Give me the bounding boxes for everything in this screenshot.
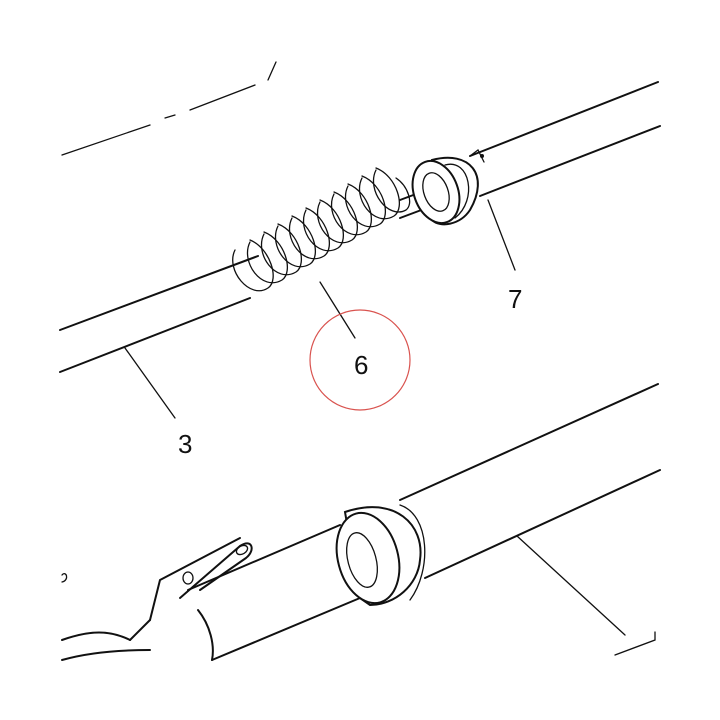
- lower-tube: [187, 383, 661, 661]
- leader-7: [487, 199, 516, 271]
- leader-lines: [124, 199, 626, 636]
- coil-spring: [232, 167, 411, 292]
- leader-3: [124, 347, 176, 419]
- phantom-line: [61, 61, 277, 156]
- callout-3: 3: [178, 429, 192, 459]
- clevis-fork: [61, 537, 253, 661]
- leader-lower: [516, 535, 626, 636]
- callout-7: 7: [508, 284, 522, 314]
- upper-rod: [59, 81, 661, 373]
- lower-bushing: [335, 504, 426, 607]
- callout-6: 6: [354, 350, 368, 380]
- highlight-circle: [309, 309, 411, 411]
- upper-bushing: [411, 156, 479, 226]
- leader-6: [319, 281, 356, 339]
